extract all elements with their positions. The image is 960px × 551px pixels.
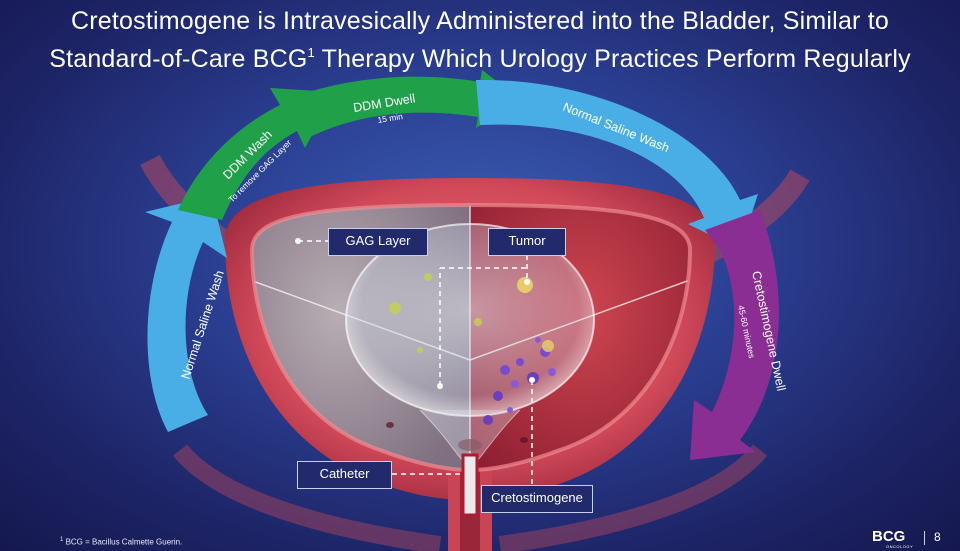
page-separator	[924, 531, 925, 545]
gag-membrane	[345, 223, 595, 417]
arrow-ddm-wash	[178, 88, 335, 220]
footnote-text: BCG = Bacillus Calmette Guerin.	[63, 537, 183, 547]
arrow-ddm-dwell	[285, 70, 522, 138]
arrow-cretostimogene-dwell	[690, 210, 779, 460]
page-number: 8	[934, 530, 941, 544]
step3-sub: 15 min	[377, 111, 404, 125]
arrow-normal-saline-wash-left	[145, 196, 227, 432]
footnote: 1 BCG = Bacillus Calmette Guerin.	[60, 537, 182, 547]
callout-gag-layer: GAG Layer	[328, 228, 428, 256]
title-line-2-end: Therapy Which Urology Practices Perform …	[314, 45, 911, 73]
logo-subtext: ONCOLOGY	[886, 544, 914, 549]
callout-tumor: Tumor	[488, 228, 566, 256]
arrow-normal-saline-wash-right	[476, 79, 758, 250]
title-line-2: Standard-of-Care BCG1 Therapy Which Urol…	[0, 37, 960, 75]
title-footnote-marker: 1	[307, 45, 315, 60]
footnote-marker: 1	[60, 537, 64, 543]
catheter-tube	[461, 453, 479, 517]
title-line-1: Cretostimogene is Intravesically Adminis…	[71, 7, 889, 35]
logo-text: BCG	[872, 528, 906, 545]
company-logo: BCG ONCOLOGY	[872, 528, 920, 550]
callout-cretostimogene: Cretostimogene	[481, 485, 593, 513]
slide-title: Cretostimogene is Intravesically Adminis…	[0, 6, 960, 75]
tumor-mass	[517, 277, 533, 293]
callout-catheter: Catheter	[297, 461, 392, 489]
title-line-2-start: Standard-of-Care BCG	[49, 45, 308, 73]
cretostimogene-particles	[483, 337, 556, 425]
